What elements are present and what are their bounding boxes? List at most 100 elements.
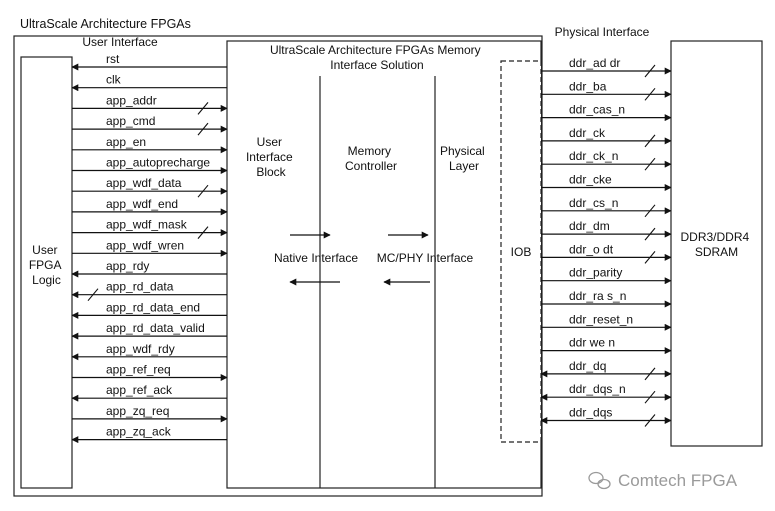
user-interface-signals: rstclkapp_addrapp_cmdapp_enapp_autoprech…	[71, 52, 228, 444]
signal-label: ddr_ba	[569, 79, 607, 93]
memory-controller-line-2: Controller	[345, 159, 397, 173]
bus-slash	[644, 204, 656, 218]
phys-signal-ddr-cs-n: ddr_cs_n	[541, 196, 672, 218]
user-signal-app-wdf-data: app_wdf_data	[72, 176, 228, 198]
bus-slash	[644, 367, 656, 381]
signal-label: app_autoprecharge	[106, 156, 210, 170]
signal-label: app_wdf_rdy	[106, 342, 175, 356]
bus-slash	[644, 134, 656, 148]
iob-label: IOB	[511, 245, 532, 259]
phys-signal-ddr-dqs: ddr_dqs	[540, 406, 672, 427]
fpga-boundary	[13, 35, 543, 497]
phys-signal-ddr-o-dt: ddr_o dt	[541, 242, 672, 264]
watermark: Comtech FPGA	[588, 471, 738, 490]
signal-label: app_rd_data_valid	[106, 321, 205, 335]
solution-title: UltraScale Architecture FPGAs Memory Int…	[270, 43, 484, 72]
sdram-line-1: DDR3/DDR4	[680, 230, 749, 244]
signal-label: ddr_ad dr	[569, 56, 620, 70]
watermark-text: Comtech FPGA	[618, 471, 738, 490]
user-signal-app-rdy: app_rdy	[71, 259, 227, 278]
signal-label: app_rd_data_end	[106, 300, 200, 314]
phys-signal-ddr-dq: ddr_dq	[540, 359, 672, 381]
user-interface-label: User Interface	[82, 35, 158, 49]
wechat-icon	[588, 471, 611, 490]
physical-interface-label: Physical Interface	[555, 25, 650, 39]
ui-block-line-2: Interface	[246, 150, 293, 164]
user-signal-app-rd-data: app_rd_data	[71, 280, 227, 302]
user-signal-app-wdf-end: app_wdf_end	[72, 197, 228, 216]
physical-layer-label: Physical Layer	[440, 144, 488, 173]
signal-label: app_ref_req	[106, 363, 171, 377]
user-signal-app-zq-req: app_zq_req	[72, 404, 228, 423]
signal-label: app_cmd	[106, 114, 155, 128]
phys-signal-ddr-cas-n: ddr_cas_n	[541, 103, 672, 122]
user-signal-rst: rst	[71, 52, 227, 71]
signal-label: rst	[106, 52, 120, 66]
solution-title-line-2: Interface Solution	[330, 58, 423, 72]
signal-label: ddr_cas_n	[569, 103, 625, 117]
bus-slash	[197, 184, 209, 198]
bus-slash	[197, 122, 209, 136]
signal-label: ddr_cke	[569, 173, 612, 187]
user-signal-app-wdf-mask: app_wdf_mask	[72, 218, 228, 239]
signal-label: ddr_dq	[569, 359, 606, 373]
phys-signal-ddr-dqs-n: ddr_dqs_n	[540, 382, 672, 404]
user-signal-app-rd-data-end: app_rd_data_end	[71, 300, 227, 319]
signal-label: ddr_ra s_n	[569, 289, 626, 303]
phys-signal-ddr-ba: ddr_ba	[541, 79, 672, 101]
ui-block-line-1: User	[257, 135, 282, 149]
phys-signal-ddr-ad-dr: ddr_ad dr	[541, 56, 672, 78]
signal-label: app_rdy	[106, 259, 149, 273]
user-signal-clk: clk	[71, 73, 227, 92]
fpga-title: UltraScale Architecture FPGAs	[20, 17, 191, 31]
user-fpga-logic-label: User FPGA Logic	[29, 243, 64, 287]
bus-slash	[644, 414, 656, 427]
signal-label: app_addr	[106, 93, 157, 107]
ui-block-label: User Interface Block	[246, 135, 296, 179]
signal-label: ddr_reset_n	[569, 312, 633, 326]
native-interface-label: Native Interface	[274, 251, 358, 265]
signal-label: app_ref_ack	[106, 383, 173, 397]
memory-interface-solution-block	[226, 40, 542, 489]
user-signal-app-cmd: app_cmd	[72, 114, 228, 136]
signal-label: ddr_ck_n	[569, 149, 618, 163]
user-logic-line-1: User	[32, 243, 57, 257]
phys-signal-ddr-parity: ddr_parity	[541, 266, 672, 285]
sdram-line-2: SDRAM	[695, 245, 738, 259]
signal-label: ddr_cs_n	[569, 196, 618, 210]
signal-label: ddr_parity	[569, 266, 622, 280]
phys-signal-ddr-ra-s-n: ddr_ra s_n	[541, 289, 672, 308]
signal-label: ddr we n	[569, 336, 615, 350]
sdram-block	[670, 40, 763, 447]
user-signal-app-ref-req: app_ref_req	[72, 363, 228, 381]
signal-label: ddr_ck	[569, 126, 606, 140]
physical-layer-line-1: Physical	[440, 144, 485, 158]
ui-block-line-3: Block	[256, 165, 286, 179]
signal-label: app_rd_data	[106, 280, 174, 294]
user-signal-app-autoprecharge: app_autoprecharge	[72, 156, 228, 174]
user-signal-app-zq-ack: app_zq_ack	[71, 425, 227, 444]
user-logic-line-2: FPGA	[29, 258, 62, 272]
physical-layer-line-2: Layer	[449, 159, 479, 173]
physical-interface-signals: ddr_ad dr ddr_ba ddr_cas_n ddr_ck ddr_ck_ndd…	[540, 56, 672, 427]
bus-slash	[197, 102, 209, 115]
phys-signal-ddr-ck-n: ddr_ck_n	[541, 149, 672, 171]
user-fpga-logic-block	[20, 56, 73, 489]
memory-controller-label: Memory Controller	[345, 144, 397, 173]
bus-slash	[87, 288, 99, 302]
bus-slash	[197, 226, 209, 239]
signal-label: app_wdf_wren	[106, 238, 184, 252]
phys-signal-ddr-reset-n: ddr_reset_n	[541, 312, 672, 331]
mc-phy-interface-label: MC/PHY Interface	[377, 251, 474, 265]
user-signal-app-wdf-wren: app_wdf_wren	[72, 238, 228, 257]
signal-label: clk	[106, 73, 122, 87]
signal-label: app_wdf_end	[106, 197, 178, 211]
signal-label: ddr_dm	[569, 219, 610, 233]
signal-label: app_wdf_data	[106, 176, 182, 190]
bus-slash	[644, 87, 656, 101]
user-signal-app-wdf-rdy: app_wdf_rdy	[71, 342, 227, 361]
signal-label: app_zq_ack	[106, 425, 172, 439]
phys-signal-ddr-dm: ddr_dm	[541, 219, 672, 241]
signal-label: app_zq_req	[106, 404, 169, 418]
